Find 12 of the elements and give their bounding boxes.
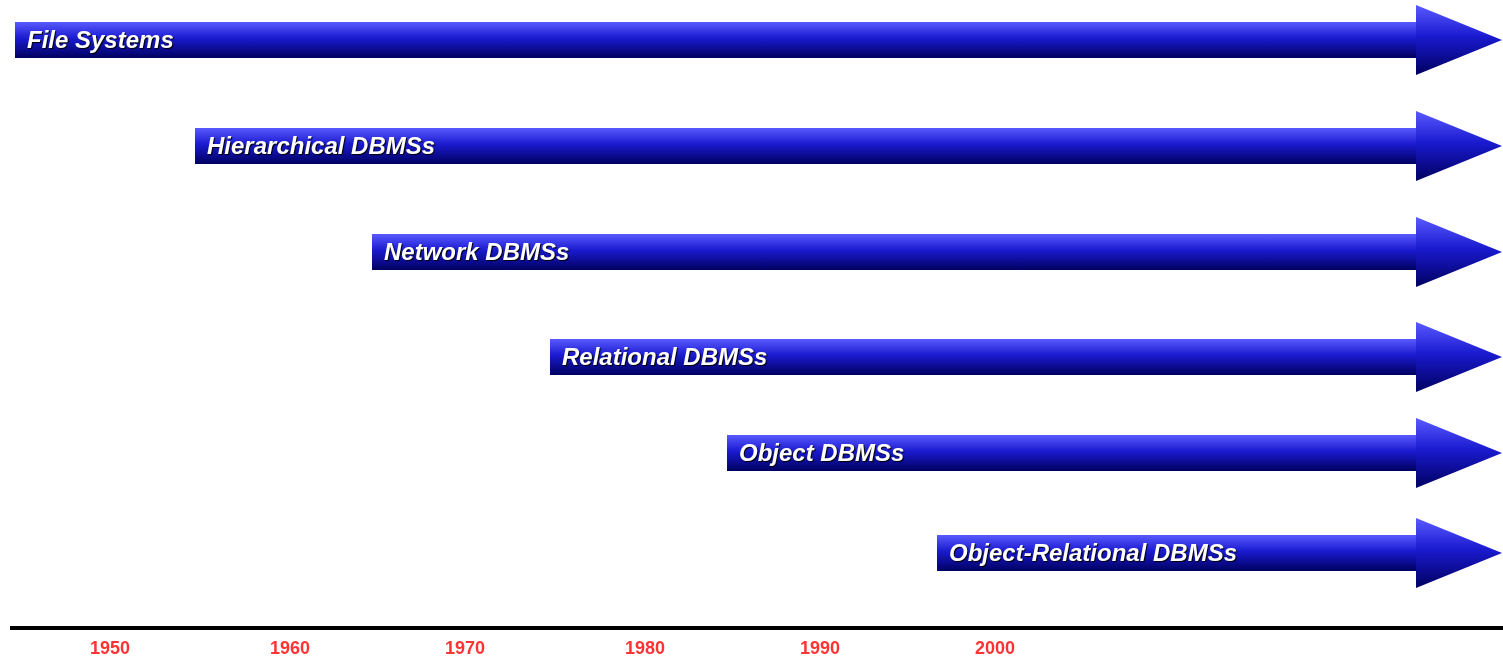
year-label: 2000 <box>975 638 1015 659</box>
bar-label: Hierarchical DBMSs <box>207 131 436 161</box>
bar-label: Object DBMSs <box>739 438 905 468</box>
year-label: 1960 <box>270 638 310 659</box>
bar-label: Network DBMSs <box>384 237 570 267</box>
year-label: 1950 <box>90 638 130 659</box>
bar-label: File Systems <box>27 25 174 55</box>
bar-label: Object-Relational DBMSs <box>949 538 1238 568</box>
year-label: 1990 <box>800 638 840 659</box>
year-label: 1980 <box>625 638 665 659</box>
year-label: 1970 <box>445 638 485 659</box>
bar-label: Relational DBMSs <box>562 342 768 372</box>
